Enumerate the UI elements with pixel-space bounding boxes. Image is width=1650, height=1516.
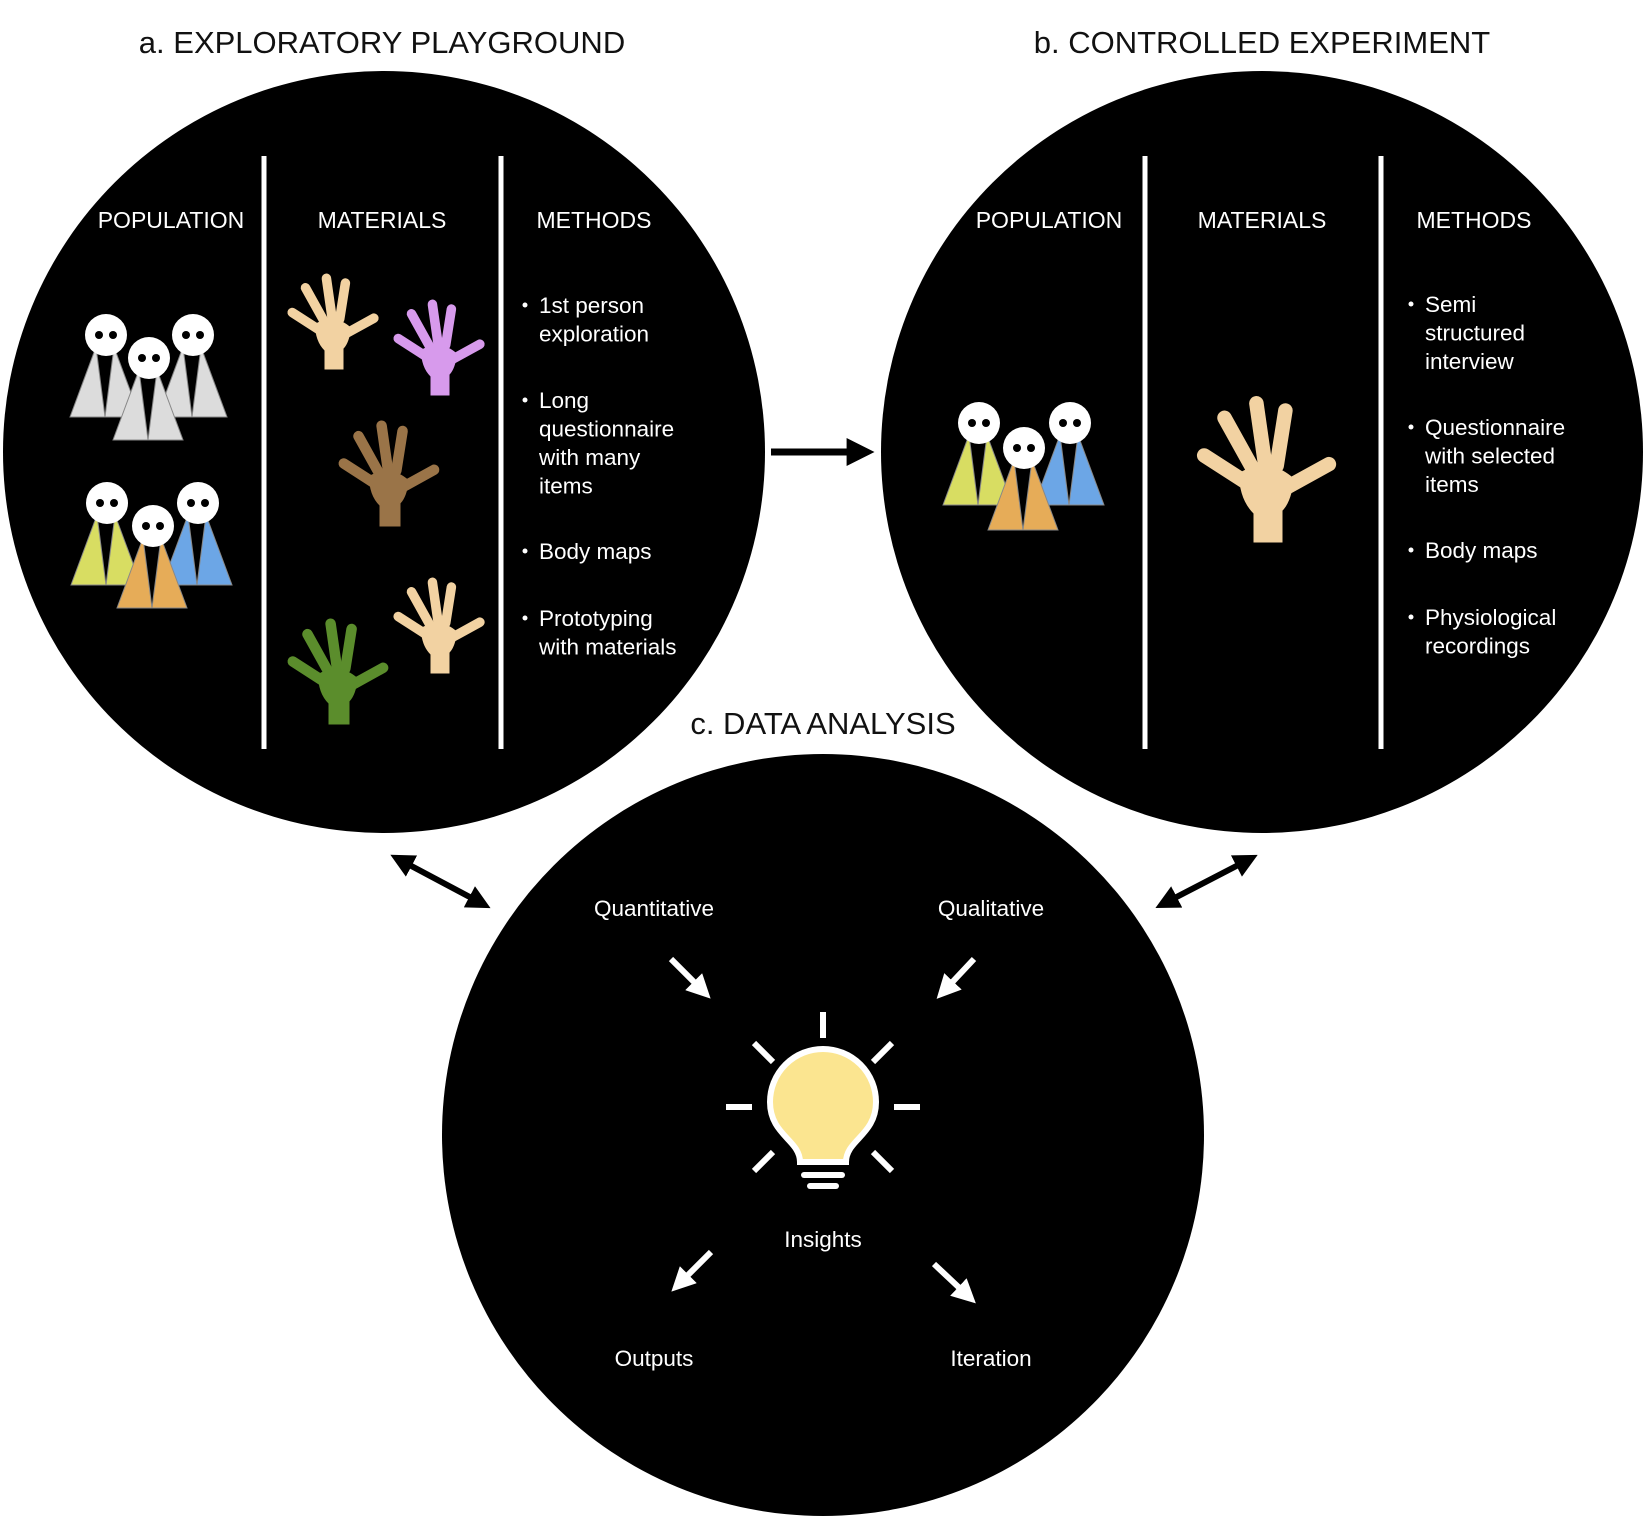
- label-outputs: Outputs: [615, 1346, 694, 1371]
- arrow-insights-to-iteration: [931, 1261, 976, 1304]
- method-item: Physiological recordings: [1408, 605, 1556, 659]
- bullet-icon: [522, 615, 528, 621]
- bullet-icon: [1408, 301, 1414, 307]
- method-text: items: [539, 474, 593, 499]
- double-arrow-a-c: [390, 854, 491, 909]
- panel-a-header-materials: MATERIALS: [318, 207, 447, 233]
- arrow-insights-to-outputs: [671, 1249, 714, 1292]
- method-text: Prototyping: [539, 606, 653, 631]
- panel-c-title: c. DATA ANALYSIS: [690, 706, 955, 741]
- label-insights: Insights: [784, 1227, 862, 1252]
- person-icon: [112, 337, 184, 441]
- panel-b-header-population: POPULATION: [976, 207, 1123, 233]
- bullet-icon: [522, 548, 528, 554]
- method-text: recordings: [1425, 634, 1530, 659]
- hand-icon: [393, 299, 485, 396]
- method-text: structured: [1425, 321, 1525, 346]
- lightbulb-icon: [726, 1012, 920, 1189]
- method-item: Questionnaire with selected items: [1408, 415, 1565, 497]
- hand-icon: [1196, 396, 1337, 543]
- person-icon: [987, 427, 1059, 531]
- method-item: Body maps: [522, 539, 652, 564]
- label-quantitative: Quantitative: [594, 896, 714, 921]
- method-text: with selected: [1424, 444, 1555, 469]
- double-arrow-b-c: [1155, 854, 1258, 908]
- method-text: Physiological: [1425, 605, 1556, 630]
- hand-icon: [393, 577, 485, 674]
- method-text: Body maps: [539, 539, 652, 564]
- label-iteration: Iteration: [950, 1346, 1031, 1371]
- panel-a-title: a. EXPLORATORY PLAYGROUND: [139, 25, 625, 60]
- method-item: Long questionnaire with many items: [522, 388, 674, 499]
- method-text: with materials: [538, 635, 677, 660]
- method-item: Semi structured interview: [1408, 292, 1525, 374]
- method-text: Semi: [1425, 292, 1476, 317]
- panel-a-header-methods: METHODS: [537, 207, 652, 233]
- panel-a-header-population: POPULATION: [98, 207, 245, 233]
- method-text: Questionnaire: [1425, 415, 1565, 440]
- method-text: questionnaire: [539, 417, 674, 442]
- bullet-icon: [1408, 614, 1414, 620]
- method-text: interview: [1425, 349, 1515, 374]
- panel-b-header-materials: MATERIALS: [1198, 207, 1327, 233]
- method-item: Prototyping with materials: [522, 606, 677, 660]
- method-item: 1st person exploration: [522, 293, 649, 347]
- person-icon: [69, 314, 141, 418]
- method-text: items: [1425, 472, 1479, 497]
- arrow-qualitative-to-insights: [936, 956, 977, 999]
- panel-b-header-methods: METHODS: [1417, 207, 1532, 233]
- bullet-icon: [522, 302, 528, 308]
- method-text: with many: [538, 445, 641, 470]
- bullet-icon: [1408, 547, 1414, 553]
- bullet-icon: [522, 397, 528, 403]
- bullet-icon: [1408, 424, 1414, 430]
- hand-icon: [287, 618, 389, 725]
- arrow-quantitative-to-insights: [668, 956, 711, 999]
- method-text: exploration: [539, 322, 649, 347]
- method-item: Body maps: [1408, 538, 1538, 563]
- label-qualitative: Qualitative: [938, 896, 1044, 921]
- panel-b-title: b. CONTROLLED EXPERIMENT: [1034, 25, 1491, 60]
- person-icon: [70, 482, 142, 586]
- method-text: Body maps: [1425, 538, 1538, 563]
- person-icon: [156, 314, 228, 418]
- method-text: 1st person: [539, 293, 644, 318]
- hand-icon: [287, 273, 379, 370]
- method-text: Long: [539, 388, 589, 413]
- hand-icon: [338, 420, 440, 527]
- person-icon: [116, 505, 188, 609]
- person-icon: [1033, 402, 1105, 506]
